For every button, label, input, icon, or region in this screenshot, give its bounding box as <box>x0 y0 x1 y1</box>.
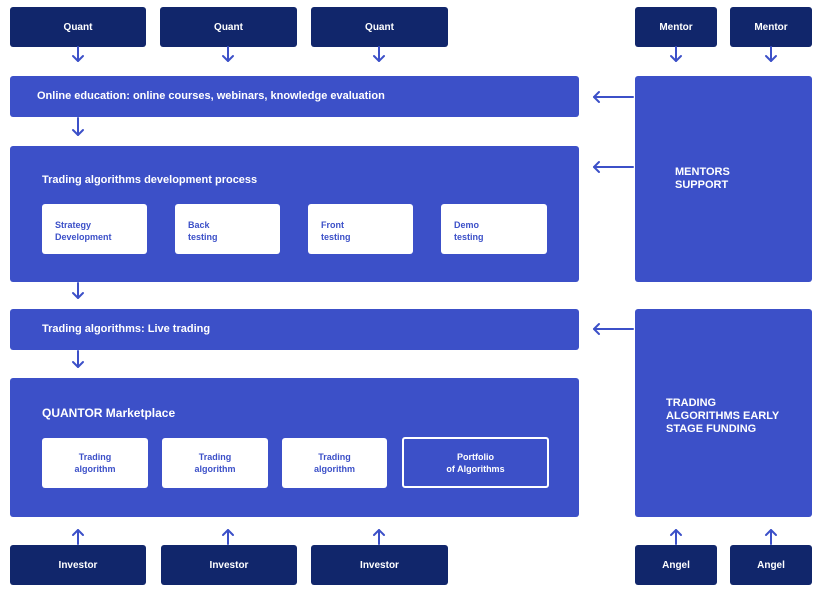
step-line1: Strategy <box>55 220 92 230</box>
marketplace-panel: QUANTOR Marketplace Trading algorithm Tr… <box>10 378 579 517</box>
card-line1: Trading <box>78 452 112 462</box>
step-line2: testing <box>321 232 351 242</box>
step-demo-testing: Demo testing <box>441 204 547 254</box>
angel-box-1: Angel <box>635 545 717 585</box>
quant-box-3: Quant <box>311 7 448 47</box>
arrow-down-quant-3 <box>373 46 385 62</box>
step-line1: Front <box>321 220 344 230</box>
early-funding-line2: ALGORITHMS EARLY <box>666 410 780 422</box>
arrow-up-angel-2 <box>765 529 777 545</box>
card-line1: Trading <box>198 452 232 462</box>
angel-box-2: Angel <box>730 545 812 585</box>
early-funding-title: TRADING ALGORITHMS EARLY STAGE FUNDING <box>666 397 779 436</box>
online-education-label: Online education: online courses, webina… <box>37 90 385 102</box>
early-funding-line3: STAGE FUNDING <box>666 423 757 435</box>
step-line2: Development <box>55 232 112 242</box>
step-back-testing: Back testing <box>175 204 280 254</box>
arrow-down-mentor-2 <box>765 46 777 62</box>
quant-box-1: Quant <box>10 7 146 47</box>
step-line2: testing <box>188 232 218 242</box>
arrow-up-investor-1 <box>72 529 84 545</box>
arrow-down-quant-2 <box>222 46 234 62</box>
step-line1: Back <box>188 220 210 230</box>
early-funding-panel: TRADING ALGORITHMS EARLY STAGE FUNDING <box>635 309 812 517</box>
marketplace-trading-algorithm-2: Trading algorithm <box>162 438 268 488</box>
card-line2: algorithm <box>74 464 116 474</box>
arrow-left-to-education <box>593 91 634 103</box>
card-line2: of Algorithms <box>446 463 505 474</box>
mentor-box-1: Mentor <box>635 7 717 47</box>
arrow-down-education-to-development <box>72 117 84 136</box>
arrow-down-live-to-marketplace <box>72 350 84 368</box>
arrow-left-to-development <box>593 161 634 173</box>
investor-box-2: Investor <box>161 545 297 585</box>
investor-box-3: Investor <box>311 545 448 585</box>
early-funding-line1: TRADING <box>666 397 717 409</box>
marketplace-trading-algorithm-1: Trading algorithm <box>42 438 148 488</box>
development-process-title: Trading algorithms development process <box>42 174 258 186</box>
mentor-box-2: Mentor <box>730 7 812 47</box>
arrow-down-quant-1 <box>72 46 84 62</box>
mentors-support-title: MENTORS SUPPORT <box>675 166 730 192</box>
step-line1: Demo <box>454 220 480 230</box>
step-front-testing: Front testing <box>308 204 413 254</box>
arrow-up-investor-3 <box>373 529 385 545</box>
mentors-support-line2: SUPPORT <box>675 179 729 191</box>
arrow-down-mentor-1 <box>670 46 682 62</box>
marketplace-title: QUANTOR Marketplace <box>42 406 176 420</box>
step-strategy-development: Strategy Development <box>42 204 147 254</box>
mentors-support-panel: MENTORS SUPPORT <box>635 76 812 282</box>
arrow-up-investor-2 <box>222 529 234 545</box>
arrow-left-to-live-trading <box>593 323 634 335</box>
arrow-up-angel-1 <box>670 529 682 545</box>
step-line2: testing <box>454 232 484 242</box>
online-education-bar: Online education: online courses, webina… <box>10 76 579 117</box>
card-line2: algorithm <box>194 464 236 474</box>
mentors-support-line1: MENTORS <box>675 166 730 178</box>
marketplace-trading-algorithm-3: Trading algorithm <box>282 438 387 488</box>
live-trading-label: Trading algorithms: Live trading <box>42 323 211 335</box>
arrow-down-development-to-live <box>72 282 84 299</box>
live-trading-bar: Trading algorithms: Live trading <box>10 309 579 350</box>
card-line2: algorithm <box>313 464 355 474</box>
investor-box-1: Investor <box>10 545 146 585</box>
marketplace-portfolio-of-algorithms: Portfolio of Algorithms <box>402 437 549 488</box>
card-line1: Portfolio <box>456 451 494 462</box>
card-line1: Trading <box>318 452 351 462</box>
quant-box-2: Quant <box>160 7 297 47</box>
development-process-panel: Trading algorithms development process S… <box>10 146 579 282</box>
